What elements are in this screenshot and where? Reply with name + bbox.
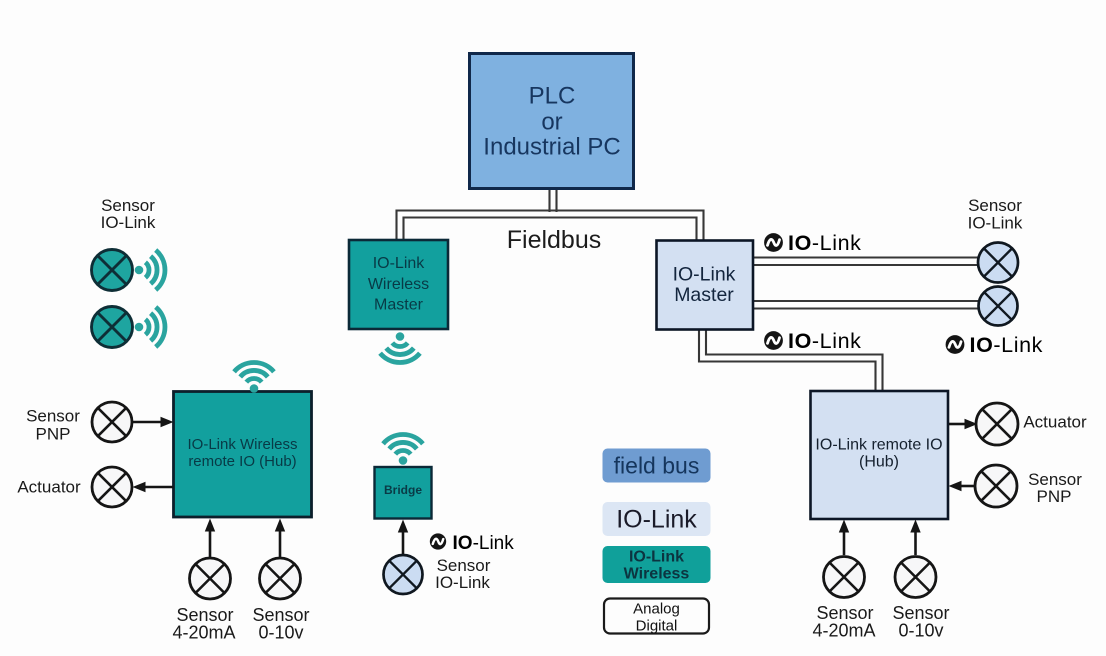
- svg-text:0-10v: 0-10v: [258, 623, 303, 643]
- svg-text:PNP: PNP: [36, 425, 71, 444]
- svg-text:Analog: Analog: [633, 601, 680, 618]
- svg-text:PLC: PLC: [529, 83, 576, 110]
- svg-text:Sensor: Sensor: [437, 556, 491, 575]
- svg-text:0-10v: 0-10v: [898, 621, 943, 641]
- svg-text:Fieldbus: Fieldbus: [507, 226, 602, 254]
- svg-text:Sensor: Sensor: [26, 407, 80, 426]
- svg-text:IO-Link Wireless: IO-Link Wireless: [187, 436, 297, 453]
- svg-text:Bridge: Bridge: [384, 483, 422, 497]
- svg-text:Sensor: Sensor: [816, 603, 873, 623]
- svg-text:4-20mA: 4-20mA: [172, 623, 235, 643]
- svg-text:IO-Link: IO-Link: [616, 506, 697, 534]
- svg-text:IO-Link: IO-Link: [453, 533, 515, 554]
- svg-text:IO-Link: IO-Link: [101, 213, 156, 232]
- svg-text:IO-Link: IO-Link: [629, 549, 684, 566]
- svg-text:Sensor: Sensor: [252, 605, 309, 625]
- svg-text:Wireless: Wireless: [368, 276, 429, 293]
- svg-text:Digital: Digital: [636, 618, 678, 635]
- svg-text:IO-Link: IO-Link: [970, 333, 1044, 357]
- svg-text:Sensor: Sensor: [101, 196, 155, 215]
- svg-text:IO-Link: IO-Link: [373, 255, 426, 272]
- svg-text:4-20mA: 4-20mA: [812, 621, 875, 641]
- svg-text:field bus: field bus: [614, 453, 700, 479]
- svg-text:IO-Link: IO-Link: [968, 214, 1023, 233]
- svg-text:Actuator: Actuator: [1023, 413, 1087, 432]
- svg-text:(Hub): (Hub): [859, 454, 899, 471]
- svg-text:PNP: PNP: [1037, 487, 1072, 506]
- svg-text:Sensor: Sensor: [1028, 470, 1082, 489]
- svg-text:Industrial PC: Industrial PC: [483, 134, 620, 161]
- svg-text:Sensor: Sensor: [176, 605, 233, 625]
- svg-text:Sensor: Sensor: [968, 196, 1022, 215]
- svg-text:or: or: [541, 109, 562, 136]
- svg-text:IO-Link: IO-Link: [435, 573, 490, 592]
- svg-text:Actuator: Actuator: [17, 478, 81, 497]
- svg-text:IO-Link remote IO: IO-Link remote IO: [815, 437, 942, 454]
- svg-text:IO-Link: IO-Link: [673, 264, 736, 286]
- svg-text:Wireless: Wireless: [624, 566, 690, 583]
- svg-text:remote IO (Hub): remote IO (Hub): [188, 453, 296, 470]
- svg-text:IO-Link: IO-Link: [788, 231, 862, 255]
- svg-text:IO-Link: IO-Link: [788, 329, 862, 353]
- svg-text:Master: Master: [674, 284, 734, 306]
- svg-text:Sensor: Sensor: [892, 603, 949, 623]
- svg-text:Master: Master: [374, 297, 424, 314]
